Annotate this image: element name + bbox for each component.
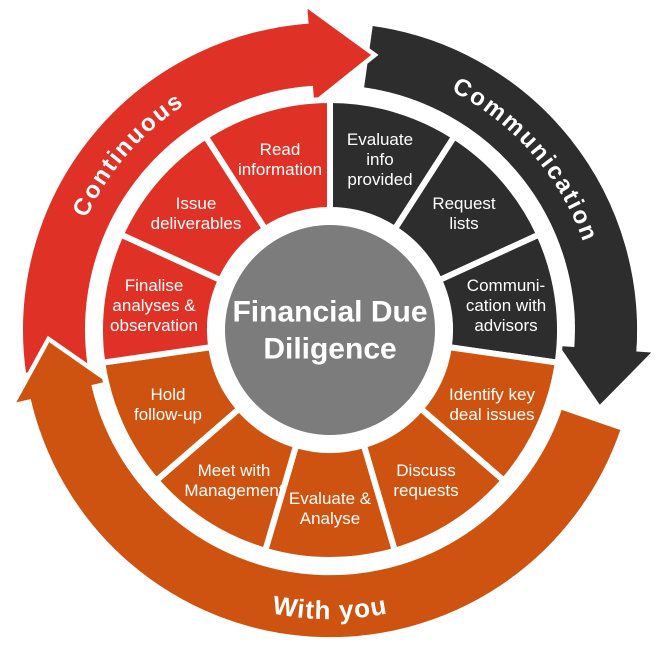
continuous-arc-joint [276, 23, 316, 89]
communication-arc-joint [574, 319, 637, 355]
label-evaluate-analyse: Evaluate &Analyse [289, 489, 372, 528]
outer-ring [23, 23, 638, 638]
continuous-arrowhead [307, 8, 372, 101]
communication-arc [363, 26, 638, 357]
step-wedges [97, 96, 563, 563]
label-with-you-text: With you [271, 590, 389, 626]
arrowheads [12, 5, 655, 430]
with-you-arrowhead [16, 342, 106, 403]
wedge-read-information [201, 96, 333, 234]
label-with-you: With you [271, 590, 390, 626]
with-you-arc [29, 380, 621, 638]
center-circle [225, 225, 435, 435]
with-you-arc-joint [30, 382, 99, 430]
communication-arrowhead [559, 346, 652, 405]
continuous-arc [23, 23, 318, 373]
